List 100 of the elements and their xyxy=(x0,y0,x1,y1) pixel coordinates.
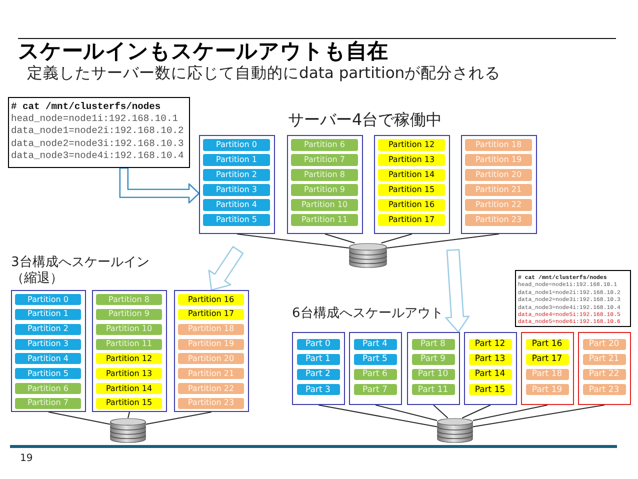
partition-block: Partition 18 xyxy=(178,324,244,335)
server-box xyxy=(521,332,574,405)
partition-block: Partition 0 xyxy=(203,139,270,150)
code-line: # cat /mnt/clusterfs/nodes xyxy=(11,101,161,114)
partition-block: Partition 1 xyxy=(15,308,81,320)
connector-line xyxy=(433,404,448,418)
partition-block: Part 11 xyxy=(412,384,454,396)
partition-block: Part 19 xyxy=(526,384,568,396)
partition-block: Part 13 xyxy=(468,354,512,365)
partition-block: Partition 2 xyxy=(15,324,81,335)
section-heading: サーバー4台で稼働中 xyxy=(288,110,442,130)
partition-block: Part 21 xyxy=(582,354,626,365)
server-box xyxy=(292,332,345,405)
partition-block: Part 15 xyxy=(468,384,512,396)
partition-block: Part 4 xyxy=(354,338,396,350)
connector-line xyxy=(472,404,605,428)
server-box xyxy=(92,290,167,412)
server-box xyxy=(11,290,86,412)
partition-block: Partition 0 xyxy=(15,294,81,305)
partition-block: Partition 11 xyxy=(96,338,162,350)
partition-block: Part 23 xyxy=(582,384,626,396)
code-line: head_node=node1i:192.168.10.1 xyxy=(11,113,178,126)
partition-block: Part 22 xyxy=(582,369,626,380)
block-arrow xyxy=(208,246,244,291)
partition-block: Part 7 xyxy=(354,384,396,396)
partition-block: Partition 19 xyxy=(465,154,532,166)
partition-block: Partition 17 xyxy=(378,214,445,226)
section-heading: 6台構成へスケールアウト xyxy=(292,306,444,322)
partition-block: Part 14 xyxy=(468,369,512,380)
partition-block: Partition 3 xyxy=(15,338,81,350)
partition-block: Part 3 xyxy=(296,384,340,396)
partition-block: Partition 13 xyxy=(96,368,162,380)
connector-line xyxy=(146,412,212,425)
server-box xyxy=(374,135,450,234)
database-cylinder xyxy=(349,243,387,268)
partition-block: Partition 7 xyxy=(15,398,81,409)
partition-block: Partition 14 xyxy=(96,383,162,394)
connector-line xyxy=(128,412,130,418)
partition-block: Partition 9 xyxy=(291,184,358,196)
partition-block: Partition 6 xyxy=(291,139,358,150)
partition-block: Partition 5 xyxy=(203,214,270,226)
partition-block: Partition 2 xyxy=(203,169,270,180)
server-box xyxy=(174,290,249,412)
partition-block: Part 6 xyxy=(354,369,396,380)
partition-block: Partition 19 xyxy=(178,338,244,350)
partition-block: Partition 4 xyxy=(203,199,270,210)
partition-block: Partition 16 xyxy=(378,199,445,210)
server-box xyxy=(199,135,275,234)
block-arrow xyxy=(119,167,200,204)
connector-line xyxy=(380,234,412,244)
partition-block: Part 12 xyxy=(468,338,512,350)
page-number: 19 xyxy=(20,452,33,465)
partition-block: Part 9 xyxy=(412,354,454,365)
database-cylinder xyxy=(437,418,473,443)
server-box xyxy=(464,332,517,405)
slide-subtitle: 定義したサーバー数に応じて自動的にdata partitionが配分される xyxy=(27,64,501,83)
partition-block: Part 8 xyxy=(412,338,454,350)
partition-block: Partition 15 xyxy=(96,398,162,409)
code-line: data_node1=node2i:192.168.10.2 xyxy=(11,125,184,138)
partition-block: Part 2 xyxy=(296,369,340,380)
partition-block: Partition 5 xyxy=(15,368,81,380)
partition-block: Partition 8 xyxy=(291,169,358,180)
partition-block: Partition 15 xyxy=(378,184,445,196)
code-line: data_node2=node3i:192.168.10.3 xyxy=(11,138,184,150)
partition-block: Part 5 xyxy=(354,354,396,365)
partition-block: Part 10 xyxy=(412,369,454,380)
connector-line xyxy=(375,404,438,421)
server-box xyxy=(578,332,631,405)
partition-block: Part 20 xyxy=(582,338,626,350)
database-cylinder xyxy=(110,418,146,443)
code-box xyxy=(515,270,631,327)
slide-title: スケールインもスケールアウトも自在 xyxy=(18,39,388,64)
partition-block: Part 1 xyxy=(296,354,340,365)
partition-block: Partition 4 xyxy=(15,353,81,364)
block-arrow xyxy=(445,248,470,333)
partition-block: Partition 21 xyxy=(465,184,532,196)
server-box xyxy=(287,135,363,234)
partition-block: Partition 9 xyxy=(96,308,162,320)
partition-block: Partition 13 xyxy=(378,154,445,166)
connector-line xyxy=(472,404,548,421)
partition-block: Partition 3 xyxy=(203,184,270,196)
server-box xyxy=(461,135,537,234)
connector-line xyxy=(236,234,350,248)
partition-block: Partition 6 xyxy=(15,383,81,394)
connector-line xyxy=(318,404,438,428)
partition-block: Partition 22 xyxy=(465,199,532,210)
partition-block: Partition 21 xyxy=(178,368,244,380)
partition-block: Partition 1 xyxy=(203,154,270,166)
partition-block: Partition 16 xyxy=(178,294,244,305)
connector-line xyxy=(386,234,500,248)
code-line: data_node3=node4i:192.168.10.4 xyxy=(11,150,184,162)
server-box xyxy=(407,332,460,405)
partition-block: Partition 8 xyxy=(96,294,162,305)
connector-line xyxy=(48,412,110,425)
partition-block: Partition 22 xyxy=(178,383,244,394)
partition-block: Partition 10 xyxy=(96,324,162,335)
connector-line xyxy=(462,404,491,418)
partition-block: Partition 20 xyxy=(465,169,532,180)
section-heading: 3台構成へスケールイン（縮退） xyxy=(11,255,150,287)
partition-block: Partition 17 xyxy=(178,308,244,320)
